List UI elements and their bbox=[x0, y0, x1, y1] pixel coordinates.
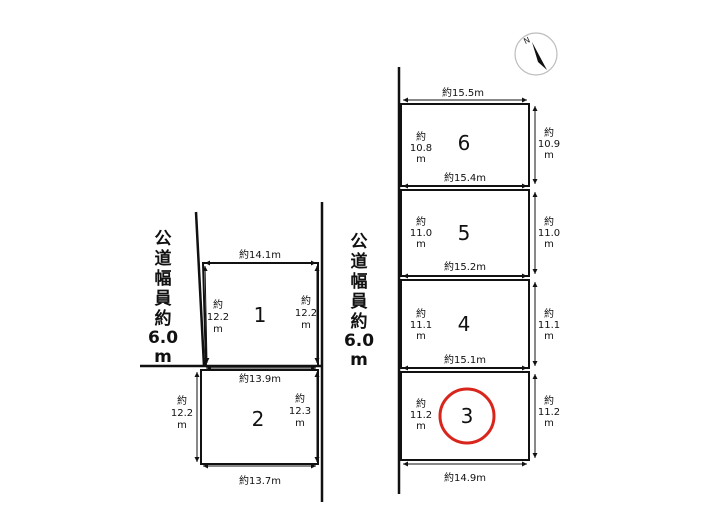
road-label-right-char-2: 道 bbox=[351, 251, 368, 272]
lot-1-right-depth-2: 12.2 bbox=[295, 308, 317, 319]
road-label-left: 公 道 幅 員 約 6.0 m bbox=[148, 229, 178, 367]
road-label-right-unit: m bbox=[350, 350, 368, 370]
road-label-right-char-3: 幅 bbox=[351, 271, 368, 292]
lot-4-right-depth-1: 約 bbox=[544, 307, 554, 320]
lot-6-right-depth-2: 10.9 bbox=[538, 139, 560, 150]
lot-6-right-depth-3: m bbox=[544, 150, 554, 161]
road-label-right-char-4: 員 bbox=[350, 292, 368, 312]
lot-4-left-depth-1: 約 bbox=[416, 307, 426, 320]
lot-2-left-depth-2: 12.2 bbox=[171, 408, 193, 419]
lot-4-right-depth-2: 11.1 bbox=[538, 320, 560, 331]
road-label-left-char-4: 員 bbox=[154, 289, 172, 309]
lot-6-left-depth-2: 10.8 bbox=[410, 143, 432, 154]
lot-3-right-depth-3: m bbox=[544, 418, 554, 429]
compass: N bbox=[514, 32, 558, 76]
road-label-right-char-5: 約 bbox=[351, 311, 368, 332]
lot-5-left-depth-3: m bbox=[416, 239, 426, 250]
lot-4-number: 4 bbox=[458, 312, 471, 336]
lot-1-left-depth-1: 約 bbox=[213, 298, 223, 311]
lot-6-left-depth-1: 約 bbox=[416, 130, 426, 143]
road-label-left-unit: m bbox=[154, 347, 172, 367]
lot-5-right-depth-2: 11.0 bbox=[538, 228, 560, 239]
lot-4-left-depth-3: m bbox=[416, 331, 426, 342]
lot-2-left-depth-1: 約 bbox=[177, 394, 187, 407]
lot-2-right-depth-2: 12.3 bbox=[289, 406, 311, 417]
lot-5-left-depth-1: 約 bbox=[416, 215, 426, 228]
lot-1-number: 1 bbox=[254, 303, 267, 327]
lot-3-left-depth-3: m bbox=[416, 421, 426, 432]
lot-5-right-depth-1: 約 bbox=[544, 215, 554, 228]
road-label-left-char-1: 公 bbox=[155, 229, 172, 249]
lot-1-top-width: 約14.1m bbox=[239, 248, 281, 261]
lot-3-bottom-width: 約14.9m bbox=[444, 471, 486, 484]
road-label-right-value: 6.0 bbox=[344, 331, 374, 351]
lot-1-left-depth-2: 12.2 bbox=[207, 312, 229, 323]
lot-3-left-depth-1: 約 bbox=[416, 397, 426, 410]
road-label-left-char-3: 幅 bbox=[155, 268, 172, 289]
lot-3-right-depth-2: 11.2 bbox=[538, 407, 560, 418]
lot-6-top-width: 約15.5m bbox=[442, 86, 484, 99]
lot-6-right-depth-1: 約 bbox=[544, 126, 554, 139]
lot-5-left-depth-2: 11.0 bbox=[410, 228, 432, 239]
lot-6-bottom-width: 約15.4m bbox=[444, 171, 486, 184]
lot-6-number: 6 bbox=[458, 131, 471, 155]
lot-4-left-depth-2: 11.1 bbox=[410, 320, 432, 331]
lot-2-right-depth-1: 約 bbox=[295, 392, 305, 405]
road-label-right: 公 道 幅 員 約 6.0 m bbox=[344, 232, 374, 370]
lot-5-right-depth-3: m bbox=[544, 239, 554, 250]
right-block: 約15.5m 約15.4m 約15.2m 約15.1m 約14.9m 約 10.… bbox=[344, 67, 560, 494]
north-arrow-icon bbox=[532, 42, 547, 70]
lot-4-right-depth-3: m bbox=[544, 331, 554, 342]
lot-1-left-depth-3: m bbox=[213, 324, 223, 335]
road-label-right-char-1: 公 bbox=[351, 232, 368, 252]
lot-3-number: 3 bbox=[461, 404, 474, 428]
lot-5-number: 5 bbox=[458, 221, 471, 245]
road-label-left-value: 6.0 bbox=[148, 328, 178, 348]
road-label-left-char-2: 道 bbox=[155, 248, 172, 269]
road-label-left-char-5: 約 bbox=[155, 308, 172, 329]
lot-3-left-depth-2: 11.2 bbox=[410, 410, 432, 421]
lot-3-right-depth-1: 約 bbox=[544, 394, 554, 407]
lot-5-bottom-width: 約15.2m bbox=[444, 260, 486, 273]
lot-4-bottom-width: 約15.1m bbox=[444, 353, 486, 366]
lot-2-right-depth-3: m bbox=[295, 418, 305, 429]
lot-1-left-dim-line bbox=[202, 265, 210, 364]
lot-2-bottom-width: 約13.7m bbox=[239, 474, 281, 487]
lot-1-bottom-width: 約13.9m bbox=[239, 372, 281, 385]
lot-6-left-depth-3: m bbox=[416, 154, 426, 165]
lot-2-number: 2 bbox=[252, 407, 265, 431]
lot-1-right-depth-1: 約 bbox=[301, 294, 311, 307]
compass-letter: N bbox=[522, 35, 531, 46]
lot-1-right-depth-3: m bbox=[301, 320, 311, 331]
lot-3-outline bbox=[400, 371, 530, 461]
left-block: 約14.1m 約 12.2 m 約 12.2 m 1 約13.9m 約 12.2… bbox=[140, 202, 324, 502]
lot-2-left-depth-3: m bbox=[177, 420, 187, 431]
lot-3-highlight-circle bbox=[438, 387, 496, 445]
